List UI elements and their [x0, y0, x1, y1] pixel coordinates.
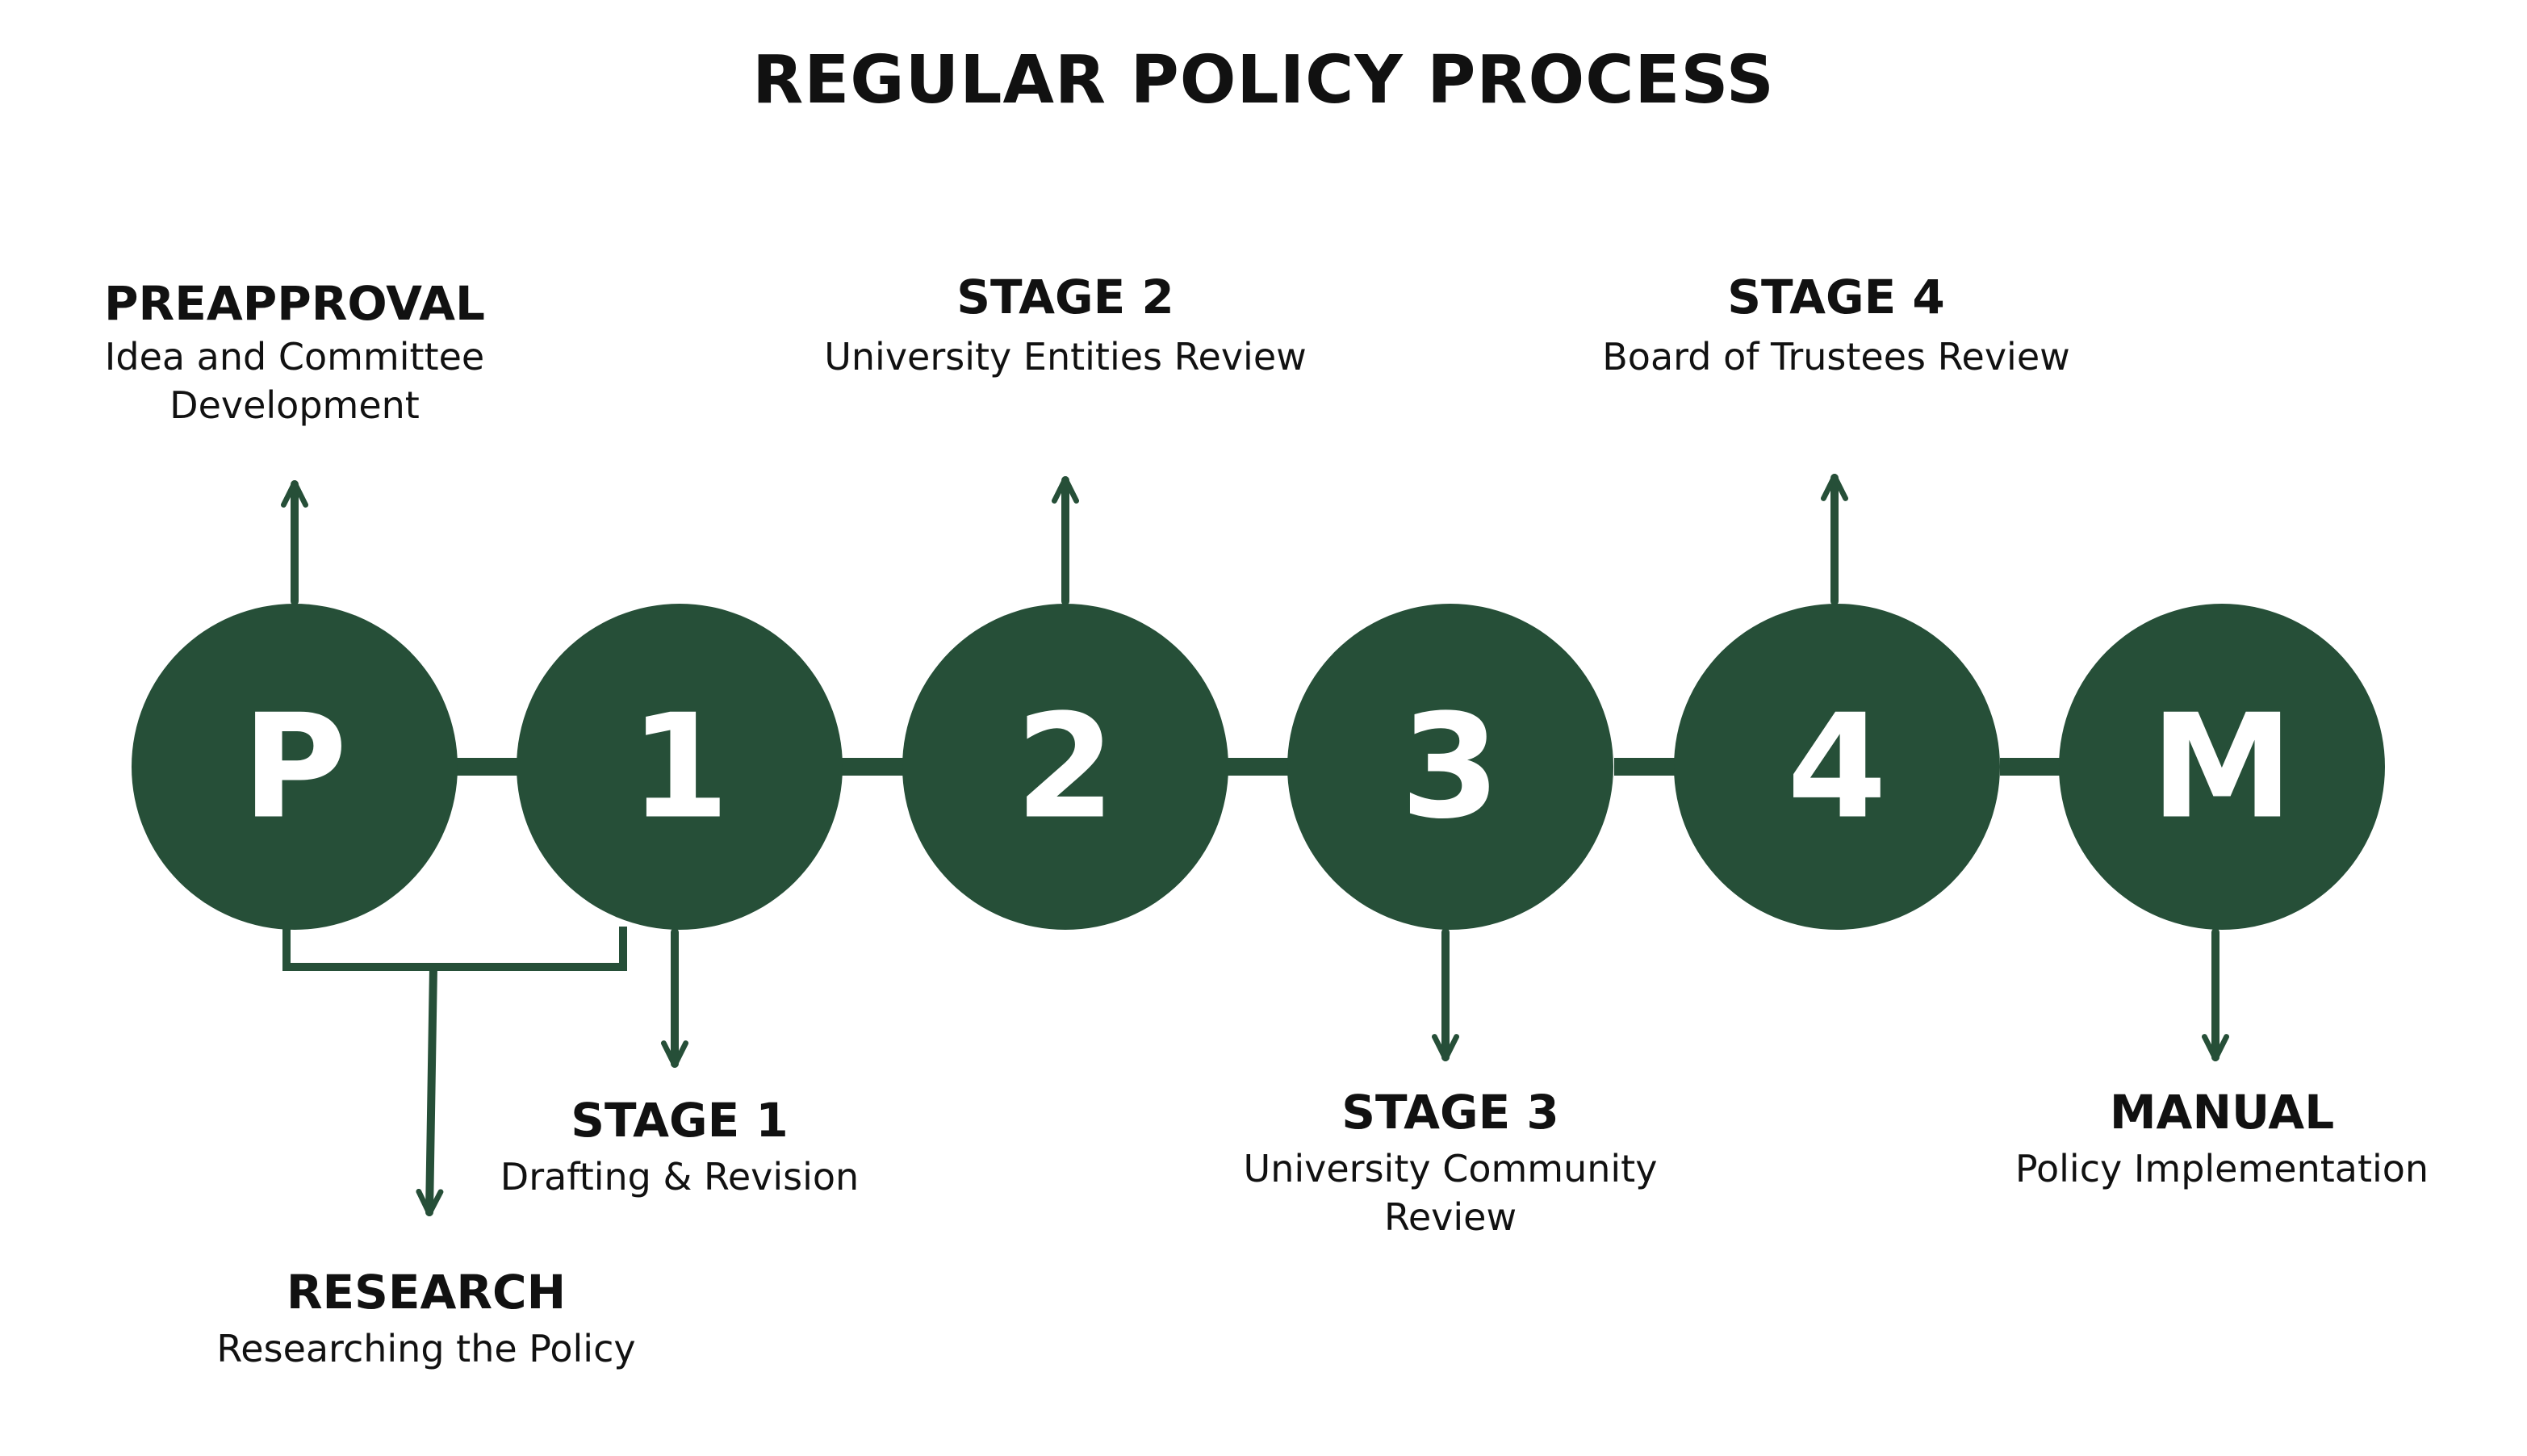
- label-preapproval: PREAPPROVAL Idea and Committee Developme…: [52, 274, 537, 429]
- label-stage-4: STAGE 4 Board of Trustees Review: [1513, 268, 2159, 381]
- circle-stage-3: 3: [1287, 604, 1613, 930]
- research-heading: RESEARCH: [286, 1265, 567, 1320]
- preapproval-description: Idea and Committee Development: [104, 335, 485, 427]
- stage-arrows: [280, 473, 2230, 1217]
- research-bracket: [282, 927, 627, 971]
- circle-preapproval-shape: [132, 604, 458, 930]
- stage-4-description: Board of Trustees Review: [1602, 335, 2070, 379]
- manual-description: Policy Implementation: [2014, 1147, 2429, 1190]
- stage-1-heading: STAGE 1: [571, 1093, 789, 1148]
- stage-2-heading: STAGE 2: [956, 270, 1174, 324]
- preapproval-heading: PREAPPROVAL: [104, 276, 485, 331]
- circle-stage-2-symbol: 2: [1015, 684, 1115, 851]
- arrow-down-research: [416, 963, 444, 1217]
- label-stage-1: STAGE 1 Drafting & Revision: [437, 1091, 922, 1201]
- circle-stage-4: 4: [1674, 604, 2000, 930]
- page-title: REGULAR POLICY PROCESS: [752, 42, 1775, 119]
- label-stage-3: STAGE 3 University Community Review: [1168, 1083, 1733, 1241]
- circle-stage-1-symbol: 1: [630, 684, 730, 851]
- circle-stage-2-shape: [902, 604, 1228, 930]
- manual-heading: MANUAL: [2109, 1085, 2335, 1140]
- circle-manual: M: [2059, 604, 2385, 930]
- label-stage-2: STAGE 2 University Entities Review: [743, 268, 1388, 381]
- stage-circles: P 1 2 3 4 M: [132, 604, 2385, 930]
- circle-stage-3-symbol: 3: [1400, 684, 1500, 851]
- circle-manual-shape: [2059, 604, 2385, 930]
- stage-3-heading: STAGE 3: [1341, 1085, 1559, 1140]
- circle-stage-4-shape: [1674, 604, 2000, 930]
- circle-stage-4-symbol: 4: [1787, 684, 1887, 851]
- stage-4-heading: STAGE 4: [1727, 270, 1945, 324]
- circle-stage-1-shape: [517, 604, 843, 930]
- circle-preapproval-symbol: P: [242, 684, 347, 851]
- research-bracket-line: [282, 927, 627, 971]
- circle-stage-1: 1: [517, 604, 843, 930]
- research-description: Researching the Policy: [216, 1327, 636, 1370]
- stage-1-description: Drafting & Revision: [500, 1155, 860, 1199]
- circle-stage-3-shape: [1287, 604, 1613, 930]
- stage-3-description: University Community Review: [1243, 1147, 1658, 1239]
- label-research: RESEARCH Researching the Policy: [184, 1263, 668, 1373]
- circle-preapproval: P: [132, 604, 458, 930]
- circle-manual-symbol: M: [2150, 684, 2293, 851]
- stage-2-description: University Entities Review: [824, 335, 1307, 379]
- label-manual: MANUAL Policy Implementation: [1939, 1083, 2504, 1193]
- circle-stage-2: 2: [902, 604, 1228, 930]
